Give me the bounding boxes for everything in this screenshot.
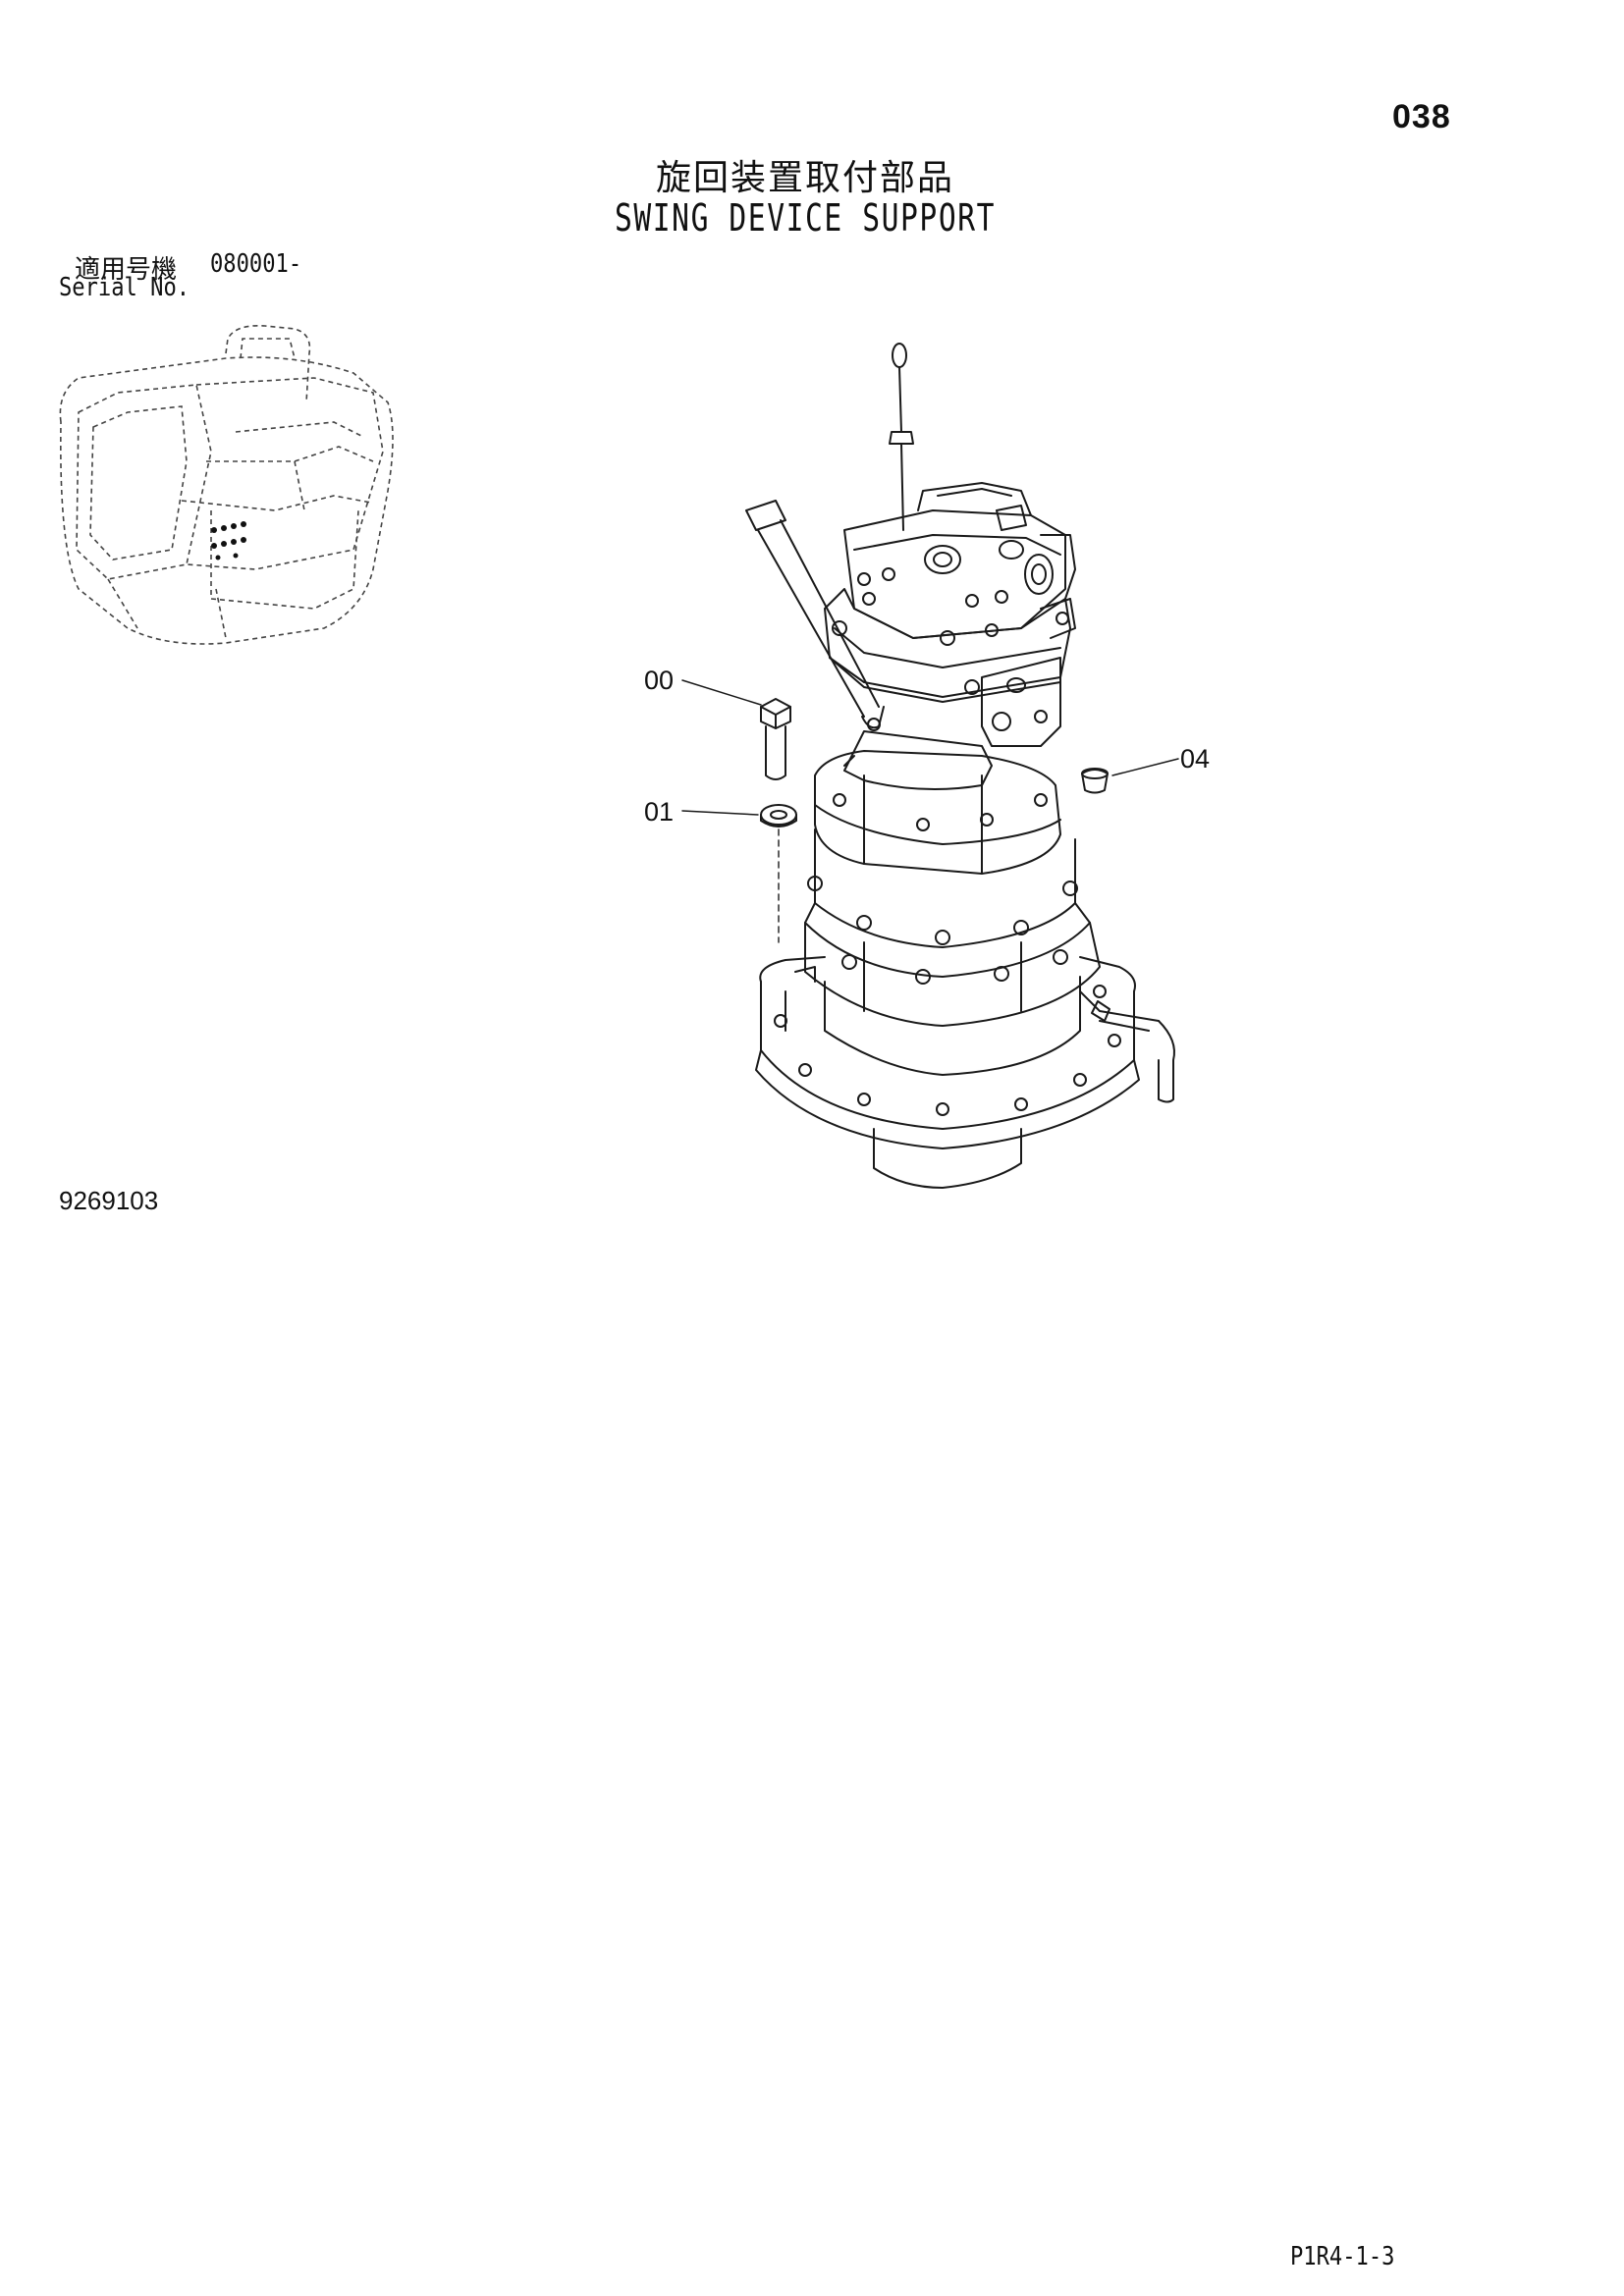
serial-value: 080001- [210,249,302,279]
page-number: 038 [1392,98,1451,135]
drawing-number: 9269103 [59,1186,159,1215]
serial-label-english: Serial No. [59,273,190,302]
callout-04: 04 [1180,744,1211,774]
callout-01: 01 [644,797,675,827]
serial-label-japanese: 適用号機 [75,255,178,285]
title-japanese: 旋回装置取付部品 [655,158,954,198]
callout-00: 00 [644,666,675,695]
page-code: P1R4-1-3 [1290,2242,1395,2271]
title-english: SWING DEVICE SUPPORT [614,196,997,240]
